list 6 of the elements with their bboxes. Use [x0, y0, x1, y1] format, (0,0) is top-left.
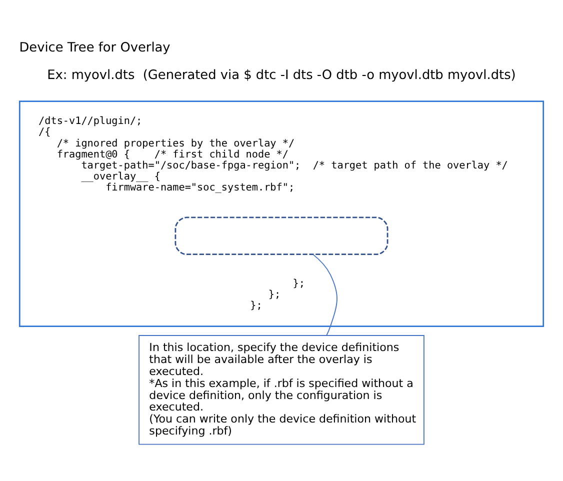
connector [312, 254, 338, 336]
node-box: In this location, specify the device definitions that will be available after the overlay is executed. *As in this example, if .rbf is specified without a device definition, only the configuration is executed. (You can write only the device definition without specifying .rbf) [138, 334, 424, 444]
diagram-title: Device Tree for Overlay [19, 40, 170, 56]
cluster: /dts-v1//plugin/; /{ /* ignored properties by the overlay */ fragment@0 { /* first child node */ target-path="/soc/base-fpga-region"; /* target path of the overlay */ __overlay__ { firmware-name="soc_system.rbf"; }; }; }; [18, 100, 544, 326]
label: Ex: myovl.dts (Generated via $ dtc -I dts -O dtb -o myovl.dtb myovl.dts) [47, 67, 516, 82]
node-box [174, 216, 388, 255]
